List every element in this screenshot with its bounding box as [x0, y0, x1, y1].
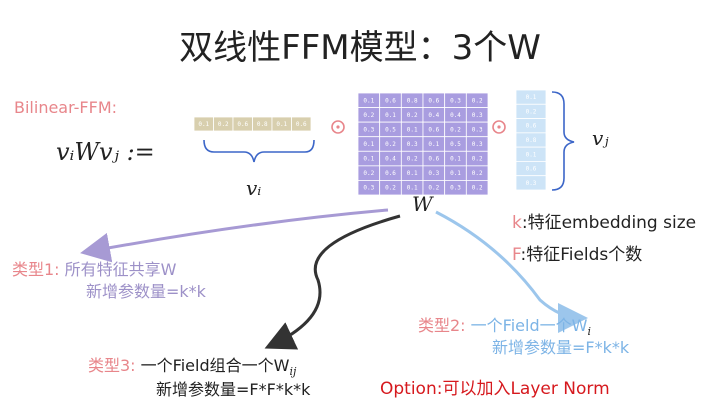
- matrix-w-cell-value: 0.2: [472, 185, 483, 192]
- odot-operator-2: [492, 120, 506, 134]
- matrix-w-cell-value: 0.1: [428, 141, 439, 148]
- legend-f: F:特征Fields个数: [512, 240, 642, 265]
- legend-f-key: F: [512, 245, 521, 265]
- vector-vi-cell-value: 0.6: [296, 121, 307, 128]
- matrix-w-cell-value: 0.6: [428, 126, 439, 133]
- matrix-w-cell-value: 0.2: [407, 156, 418, 163]
- type1-desc: 所有特征共享W: [64, 260, 177, 279]
- matrix-w-cell-value: 0.2: [472, 170, 483, 177]
- matrix-w-cell-value: 0.3: [363, 126, 374, 133]
- type3-subscript: ij: [289, 365, 297, 379]
- vector-vi-cell: [291, 116, 312, 132]
- legend-f-text: :特征Fields个数: [520, 245, 643, 265]
- matrix-w-cell-value: 0.6: [428, 97, 439, 104]
- formula: vᵢWvⱼ :=: [56, 138, 155, 166]
- vector-vj-cell-value: 0.1: [526, 94, 537, 101]
- vector-vi-cell-value: 0.2: [218, 121, 229, 128]
- matrix-w: 0.1 0.6 0.8 0.6 0.3 0.2 0.2 0.1 0.2 0.4 0.4 0.3 0.3 0…: [357, 92, 489, 196]
- type3-name: 类型3:: [88, 356, 136, 375]
- matrix-w-cell-value: 0.3: [472, 126, 483, 133]
- vector-vi: 0.1 0.2 0.6 0.8 0.1 0.6: [193, 116, 312, 132]
- matrix-w-cell-value: 0.1: [450, 156, 461, 163]
- vector-vi-cell-value: 0.6: [237, 121, 248, 128]
- matrix-w-cell-value: 0.6: [385, 170, 396, 177]
- legend-k-text: :特征embedding size: [521, 213, 697, 233]
- vi-brace: [203, 139, 315, 163]
- matrix-w-cell-value: 0.4: [385, 156, 396, 163]
- vj-label: vⱼ: [592, 126, 609, 150]
- matrix-w-cell-value: 0.2: [385, 141, 396, 148]
- type1-header: 类型1: 所有特征共享W: [12, 256, 177, 280]
- type1-params: 新增参数量=k*k: [86, 282, 206, 301]
- vector-vi-cell-value: 0.1: [198, 121, 209, 128]
- type3-desc-text: 一个Field组合一个W: [140, 356, 290, 375]
- matrix-w-cell-value: 0.2: [472, 156, 483, 163]
- matrix-w-cell-value: 0.1: [407, 185, 418, 192]
- matrix-w-cell-value: 0.1: [385, 112, 396, 119]
- matrix-w-cell-value: 0.5: [450, 141, 461, 148]
- matrix-w-cell-value: 0.3: [450, 185, 461, 192]
- vector-vj-cell-value: 0.2: [526, 108, 537, 115]
- vector-vj-cell-value: 0.8: [526, 137, 537, 144]
- matrix-w-cell-value: 0.3: [472, 112, 483, 119]
- vector-vj-cell-value: 0.1: [526, 151, 537, 158]
- matrix-w-cell-value: 0.2: [472, 97, 483, 104]
- matrix-w-cell-value: 0.2: [450, 126, 461, 133]
- matrix-w-cell-value: 0.8: [407, 97, 418, 104]
- matrix-w-cell-value: 0.2: [385, 185, 396, 192]
- matrix-w-cell-value: 0.1: [363, 141, 374, 148]
- vector-vj-cell: [515, 175, 547, 191]
- matrix-w-cell-value: 0.1: [450, 170, 461, 177]
- type3-header: 类型3: 一个Field组合一个Wij: [88, 352, 296, 378]
- matrix-w-cell-value: 0.1: [407, 170, 418, 177]
- matrix-w-cell-value: 0.5: [385, 126, 396, 133]
- matrix-w-cell-value: 0.3: [363, 185, 374, 192]
- matrix-w-cell-value: 0.4: [450, 112, 461, 119]
- vector-vj: 0.1 0.2 0.6 0.8 0.1 0.6 0.3: [515, 89, 547, 191]
- type3-desc: 一个Field组合一个Wij: [140, 356, 297, 379]
- matrix-w-cell-value: 0.2: [363, 170, 374, 177]
- page-title: 双线性FFM模型：3个W: [179, 28, 541, 68]
- matrix-w-cell-value: 0.3: [450, 97, 461, 104]
- odot-operator-1: [331, 120, 345, 134]
- type2-desc: 一个Field一个Wi: [470, 316, 591, 339]
- matrix-w-cell: [465, 180, 489, 196]
- option-note: Option:可以加入Layer Norm: [380, 379, 610, 399]
- legend-k-key: k: [512, 213, 522, 233]
- arrow-type1: [80, 208, 389, 263]
- matrix-w-cell-value: 0.2: [407, 112, 418, 119]
- matrix-w-cell-value: 0.1: [363, 97, 374, 104]
- type2-header: 类型2: 一个Field一个Wi: [418, 312, 591, 338]
- type2-name: 类型2:: [418, 316, 466, 335]
- matrix-w-cell-value: 0.6: [385, 97, 396, 104]
- matrix-w-cell-value: 0.3: [428, 170, 439, 177]
- matrix-w-cell-value: 0.2: [428, 185, 439, 192]
- matrix-w-cell-value: 0.4: [428, 112, 439, 119]
- vj-brace: [551, 91, 575, 191]
- type2-params: 新增参数量=F*k*k: [492, 338, 630, 357]
- matrix-w-cell-value: 0.1: [407, 126, 418, 133]
- matrix-w-cell-value: 0.1: [363, 156, 374, 163]
- vector-vi-cell-value: 0.1: [276, 121, 287, 128]
- arrow-type3: [264, 214, 401, 350]
- type3-params: 新增参数量=F*F*k*k: [156, 380, 311, 399]
- vector-vj-cell-value: 0.6: [526, 166, 537, 173]
- w-label: W: [412, 192, 433, 216]
- arrow-type2: [435, 210, 588, 333]
- vector-vj-cell-value: 0.6: [526, 123, 537, 130]
- vector-vi-cell-value: 0.8: [257, 121, 268, 128]
- type1-name: 类型1:: [12, 260, 60, 279]
- matrix-w-cell-value: 0.3: [472, 141, 483, 148]
- type2-desc-text: 一个Field一个W: [470, 316, 588, 335]
- matrix-w-cell-value: 0.3: [407, 141, 418, 148]
- vector-vj-cell-value: 0.3: [526, 180, 537, 187]
- legend-k: k:特征embedding size: [512, 208, 696, 233]
- matrix-w-cell-value: 0.6: [428, 156, 439, 163]
- vi-label: vᵢ: [246, 176, 262, 200]
- bilinear-ffm-label: Bilinear-FFM:: [14, 98, 118, 117]
- matrix-w-cell-value: 0.2: [363, 112, 374, 119]
- type2-subscript: i: [587, 325, 591, 339]
